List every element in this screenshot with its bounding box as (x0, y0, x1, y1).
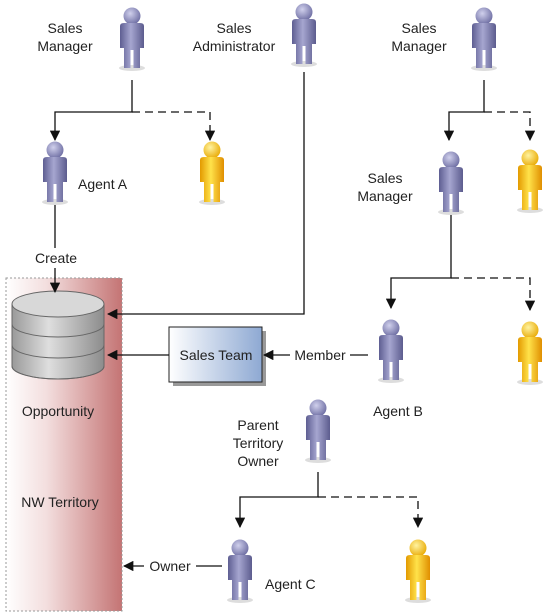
person-icon-yellow-1 (199, 141, 225, 205)
connector-parent-yellow (318, 496, 424, 529)
person-icon-yellow-3 (517, 321, 543, 385)
create-label: Create (35, 250, 77, 266)
person-icon-sales-manager-2 (471, 7, 497, 71)
sales-manager-3-label-line1: Sales (367, 170, 402, 186)
sales-manager-1-label-line2: Manager (37, 38, 93, 54)
connector-sm1-yellow (132, 111, 216, 142)
sales-admin-label-line1: Sales (216, 20, 251, 36)
sales-manager-1-label-line1: Sales (47, 20, 82, 36)
agent-c-label: Agent C (265, 576, 316, 592)
connector-parent-agent-c (234, 472, 319, 529)
connector-sm2-sm3 (443, 80, 485, 142)
opportunity-database-icon (11, 290, 105, 380)
person-icon-agent-a (42, 141, 68, 205)
sales-admin-label-line2: Administrator (193, 38, 276, 54)
person-icon-sales-manager-1 (119, 7, 145, 71)
sales-manager-2-label-line2: Manager (391, 38, 447, 54)
agent-a-label: Agent A (78, 176, 128, 192)
person-icon-parent-territory-owner (305, 399, 331, 463)
nw-territory-label: NW Territory (21, 494, 99, 510)
sales-team-box (168, 326, 266, 386)
person-icon-agent-c (227, 539, 253, 603)
connector-sm3-agent-b (385, 210, 452, 310)
sales-manager-2-label-line1: Sales (401, 20, 436, 36)
connector-sm1-agent-a (49, 80, 133, 142)
parent-territory-label-line3: Owner (237, 453, 279, 469)
person-icon-sales-administrator (291, 3, 317, 67)
person-icon-yellow-2 (517, 149, 543, 213)
member-label: Member (294, 347, 346, 363)
agent-b-label: Agent B (373, 403, 423, 419)
parent-territory-label-line1: Parent (237, 417, 278, 433)
sales-manager-3-label-line2: Manager (357, 188, 413, 204)
parent-territory-label-line2: Territory (233, 435, 284, 451)
owner-label: Owner (149, 558, 191, 574)
connector-admin-opportunity (106, 72, 305, 320)
person-icon-yellow-4 (405, 539, 431, 603)
person-icon-agent-b (378, 319, 404, 383)
connector-sm2-yellow (484, 111, 536, 142)
person-icon-sales-manager-3 (438, 151, 464, 215)
opportunity-label: Opportunity (22, 403, 94, 419)
sales-team-label: Sales Team (180, 347, 253, 363)
connector-sm3-yellow (451, 277, 536, 312)
